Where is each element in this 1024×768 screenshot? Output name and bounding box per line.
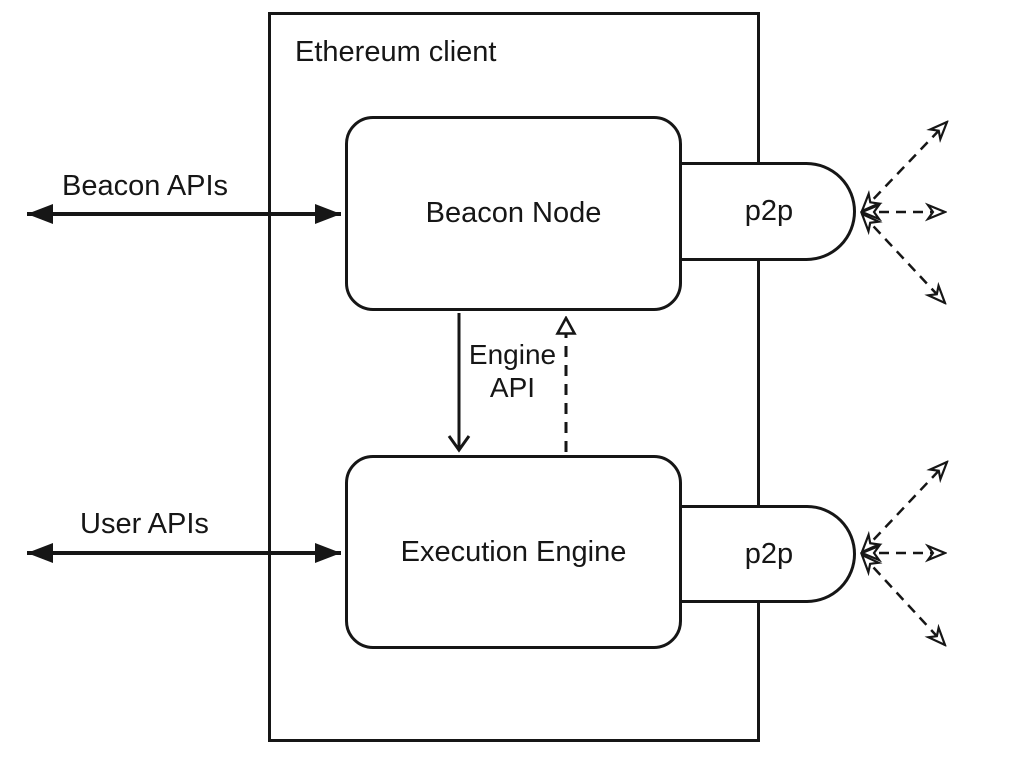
ethereum-client-label: Ethereum client xyxy=(295,36,497,68)
beacon-node-box: Beacon Node xyxy=(345,116,682,311)
p2p-top-label: p2p xyxy=(744,195,794,227)
p2p-connector-top xyxy=(650,162,856,261)
p2p-top-peer-arrows xyxy=(862,122,947,303)
engine-api-label: Engine API xyxy=(430,338,595,404)
engine-api-label-line1: Engine xyxy=(468,339,557,370)
user-apis-label: User APIs xyxy=(80,508,209,540)
engine-api-label-line2: API xyxy=(489,372,536,403)
p2p-bottom-peer-arrows xyxy=(862,462,947,645)
execution-engine-box: Execution Engine xyxy=(345,455,682,649)
beacon-apis-label: Beacon APIs xyxy=(62,170,229,202)
execution-engine-label: Execution Engine xyxy=(400,535,627,568)
p2p-bottom-label: p2p xyxy=(744,537,794,570)
beacon-node-label: Beacon Node xyxy=(425,197,602,229)
